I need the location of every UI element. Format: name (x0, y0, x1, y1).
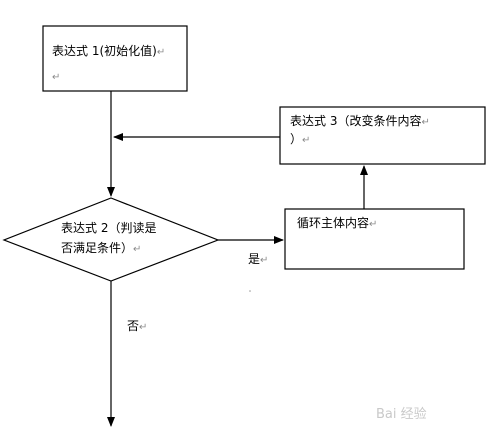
stray-dot (249, 290, 251, 292)
update-text-2: ） (290, 132, 303, 146)
condition-text-2: 否满足条件） (61, 241, 134, 255)
baidu-watermark: Bai 经验 (376, 407, 427, 422)
yes-label: 是↵ (248, 251, 268, 269)
paragraph-mark-icon: ↵ (52, 72, 61, 83)
yes-text: 是 (248, 252, 261, 266)
init-text: 表达式 1(初始化值) (52, 44, 157, 58)
no-label: 否↵ (127, 318, 147, 336)
init-box (42, 25, 188, 92)
update-label-line1: 表达式 3（改变条件内容↵ (290, 113, 430, 131)
paragraph-mark-icon: ↵ (302, 135, 311, 146)
paragraph-mark-icon: ↵ (133, 244, 142, 255)
update-label-line2: ）↵ (290, 131, 310, 149)
condition-label-line1: 表达式 2（判读是 (61, 220, 156, 237)
condition-text-1: 表达式 2（判读是 (61, 221, 157, 235)
paragraph-mark-icon: ↵ (139, 322, 148, 333)
paragraph-mark-icon: ↵ (421, 117, 430, 128)
init-label: 表达式 1(初始化值)↵ (52, 43, 165, 61)
update-box (279, 106, 486, 165)
paragraph-mark-icon: ↵ (156, 47, 166, 58)
no-text: 否 (127, 319, 140, 333)
condition-label-line2: 否满足条件）↵ (61, 240, 141, 258)
paragraph-mark-icon: ↵ (260, 255, 269, 266)
paragraph-mark-icon: ↵ (369, 219, 378, 230)
body-box (284, 208, 465, 270)
body-text: 循环主体内容 (297, 216, 370, 230)
body-label: 循环主体内容↵ (297, 215, 377, 233)
update-text-1: 表达式 3（改变条件内容 (290, 114, 422, 128)
